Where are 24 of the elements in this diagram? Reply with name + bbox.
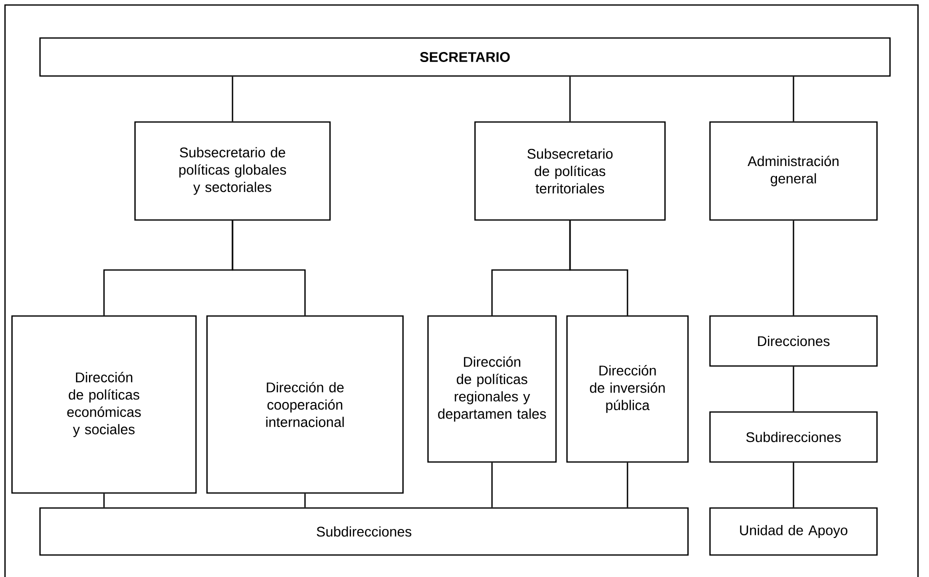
connector-line bbox=[792, 76, 794, 122]
office-box: Administración general bbox=[709, 121, 878, 221]
connector-line bbox=[792, 220, 794, 316]
office-box: Direcciones bbox=[709, 315, 878, 367]
connector-line bbox=[626, 462, 628, 508]
connector-line bbox=[103, 494, 105, 508]
connector-line bbox=[569, 76, 571, 122]
connector-line bbox=[792, 462, 794, 508]
office-box: Subsecretario de políticas globales y sectoriales bbox=[134, 121, 331, 221]
connector-line bbox=[792, 366, 794, 412]
office-box: Dirección de inversión pública bbox=[566, 315, 689, 463]
office-box: Subdirecciones bbox=[709, 411, 878, 463]
office-box: Subsecretario de políticas territoriales bbox=[474, 121, 666, 221]
office-box: Unidad de Apoyo bbox=[709, 507, 878, 556]
office-box: Dirección de cooperación internacional bbox=[206, 315, 404, 494]
connector-line bbox=[232, 220, 306, 316]
connector-line bbox=[232, 76, 234, 122]
office-box: Dirección de políticas regionales y departamen tales bbox=[427, 315, 557, 463]
connector-line bbox=[304, 494, 306, 508]
connector-line bbox=[491, 462, 493, 508]
connector-line bbox=[569, 220, 628, 316]
office-box: Dirección de políticas económicas y sociales bbox=[11, 315, 197, 494]
office-box: Subdirecciones bbox=[39, 507, 689, 556]
title-box: SECRETARIO bbox=[39, 37, 891, 77]
